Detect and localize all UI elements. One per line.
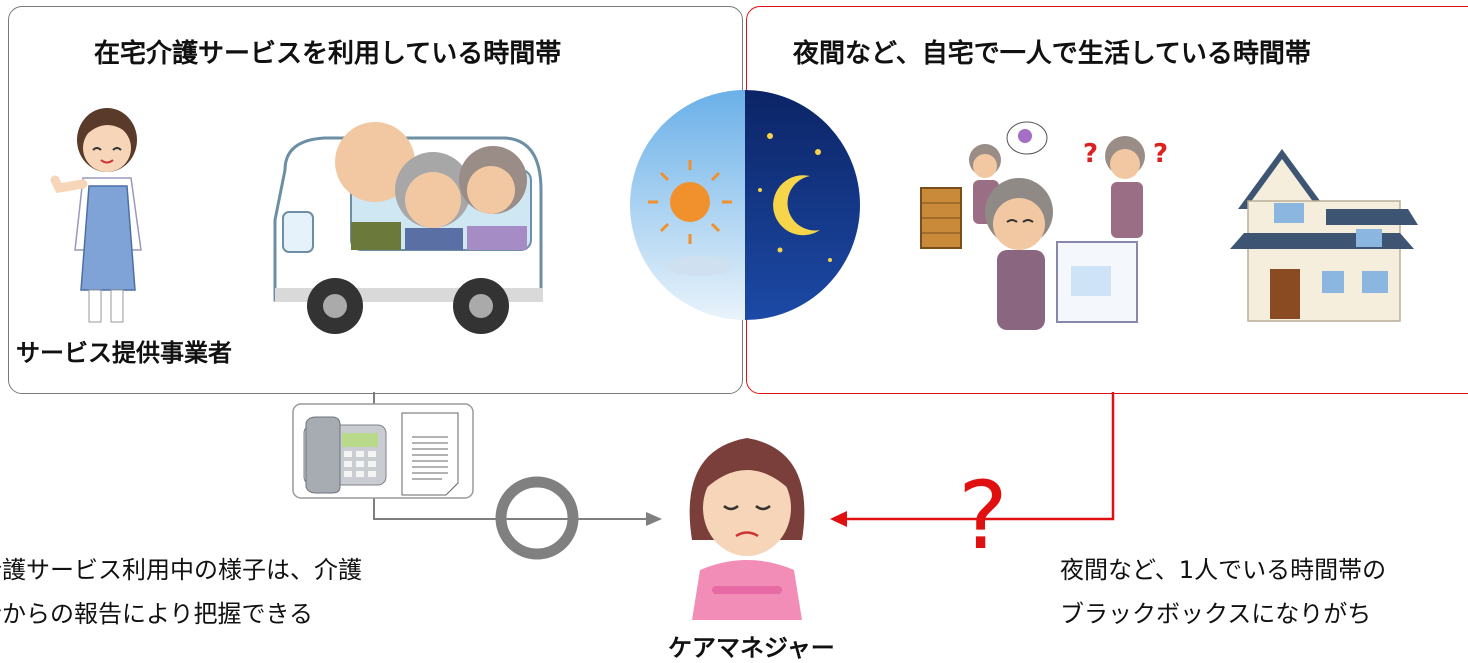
report-box [292, 403, 474, 499]
care-manager-icon [689, 438, 805, 620]
left-description-line: 者からの報告により把握できる [0, 600, 314, 628]
right-description: 夜間など、1人でいる時間帯の ブラックボックスになりがち [1060, 548, 1386, 636]
left-description-line: 介護サービス利用中の様子は、介護 [0, 556, 362, 584]
day-night-icon [630, 90, 860, 320]
right-description-line: 夜間など、1人でいる時間帯の [1060, 556, 1387, 584]
ok-circle-mark [495, 476, 579, 560]
care-manager-label: ケアマネジャー [668, 634, 835, 662]
service-provider-label: サービス提供事業者 [16, 339, 232, 367]
svg-text:?: ? [1083, 139, 1098, 169]
nurse-icon [50, 108, 142, 323]
alone-at-home-panel-title: 夜間など、自宅で一人で生活している時間帯 [793, 39, 1311, 69]
van-with-elderly-icon [273, 122, 543, 334]
svg-text:?: ? [1153, 139, 1168, 169]
document-icon [401, 412, 459, 496]
red-arrow [845, 392, 1115, 521]
home-care-panel-title: 在宅介護サービスを利用している時間帯 [94, 39, 562, 69]
house-icon [1230, 149, 1418, 322]
phone-icon [303, 416, 387, 494]
left-description: 介護サービス利用中の様子は、介護 者からの報告により把握できる [0, 548, 362, 636]
red-arrowhead [830, 511, 847, 527]
alone-at-home-panel: 夜間など、自宅で一人で生活している時間帯 [746, 6, 1468, 394]
question-mark: ? [958, 462, 1008, 571]
gray-arrow [373, 498, 648, 520]
gray-arrowhead [646, 512, 662, 526]
confused-elderly-icon: ? ? [920, 121, 1168, 330]
right-description-line: ブラックボックスになりがち [1060, 600, 1372, 628]
